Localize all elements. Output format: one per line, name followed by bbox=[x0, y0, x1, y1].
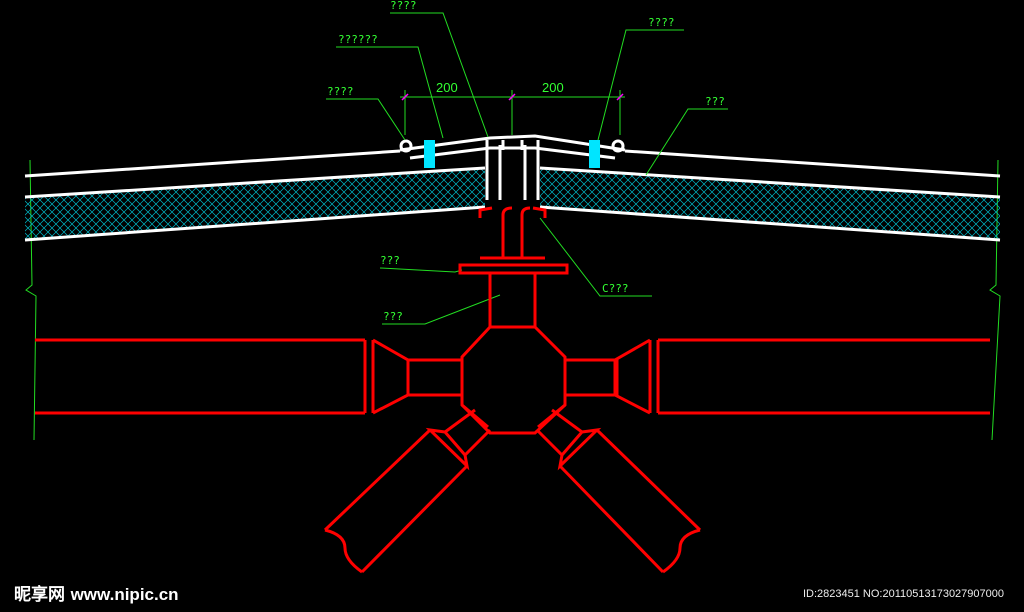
seal-strip-right bbox=[589, 140, 600, 168]
label-c-purlin: C??? bbox=[602, 282, 629, 295]
roof-panels bbox=[24, 134, 1001, 242]
label-purlin-plate: ??? bbox=[380, 254, 400, 267]
dimension-right: 200 bbox=[542, 80, 564, 95]
leaders bbox=[326, 12, 728, 325]
image-id: ID:2823451 NO:20110513173027907000 bbox=[802, 588, 1004, 600]
label-tube: ??? bbox=[383, 310, 403, 323]
watermark-brand: 昵享网 bbox=[14, 585, 65, 604]
dimension-left: 200 bbox=[436, 80, 458, 95]
label-top-center: ???? bbox=[390, 0, 417, 12]
label-right: ??? bbox=[705, 95, 725, 108]
label-left: ???? bbox=[327, 85, 354, 98]
label-top-right: ???? bbox=[648, 16, 675, 29]
insulation-right bbox=[540, 168, 1000, 240]
right-break-line bbox=[989, 159, 1001, 441]
watermark: 昵享网 www.nipic.cn bbox=[14, 580, 179, 606]
watermark-site: www.nipic.cn bbox=[70, 585, 179, 604]
steel-structure bbox=[35, 206, 990, 574]
label-top-left: ?????? bbox=[338, 33, 378, 46]
seal-strip-left bbox=[424, 140, 435, 168]
dimension-line: 200 200 bbox=[400, 80, 625, 135]
insulation-left bbox=[25, 168, 485, 240]
left-break-line bbox=[25, 159, 37, 441]
